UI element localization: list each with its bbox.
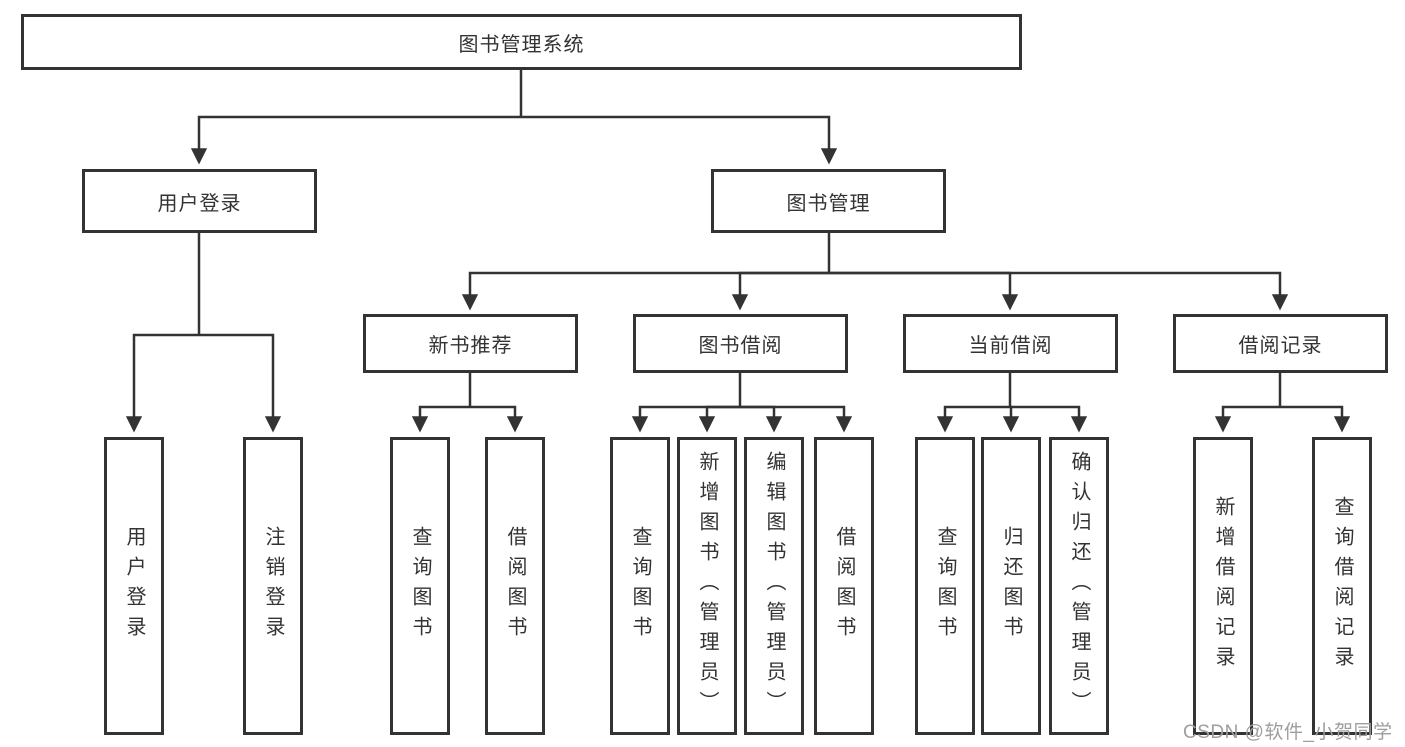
leaf-borrow-query-books: 查询图书	[610, 437, 670, 735]
node-book-management: 图书管理	[711, 169, 946, 233]
node-current-borrow: 当前借阅	[903, 314, 1118, 373]
leaf-add-borrow-record: 新增借阅记录	[1193, 437, 1253, 735]
leaf-user-login: 用户登录	[104, 437, 164, 735]
node-root-system: 图书管理系统	[21, 14, 1022, 70]
node-borrow-records: 借阅记录	[1173, 314, 1388, 373]
leaf-add-books-admin: 新增图书（管理员）	[677, 437, 737, 735]
node-new-book-recommend: 新书推荐	[363, 314, 578, 373]
leaf-recommend-query-books: 查询图书	[390, 437, 450, 735]
leaf-query-borrow-record: 查询借阅记录	[1312, 437, 1372, 735]
leaf-borrow-books: 借阅图书	[814, 437, 874, 735]
leaf-current-query-books: 查询图书	[915, 437, 975, 735]
leaf-edit-books-admin: 编辑图书（管理员）	[744, 437, 804, 735]
connector-lines	[125, 70, 1351, 433]
csdn-watermark: CSDN @软件_小贺同学	[1183, 722, 1393, 743]
node-book-borrow: 图书借阅	[633, 314, 848, 373]
leaf-return-books: 归还图书	[981, 437, 1041, 735]
leaf-confirm-return-admin: 确认归还（管理员）	[1049, 437, 1109, 735]
node-user-login: 用户登录	[82, 169, 317, 233]
leaf-logout: 注销登录	[243, 437, 303, 735]
leaf-recommend-borrow-books: 借阅图书	[485, 437, 545, 735]
